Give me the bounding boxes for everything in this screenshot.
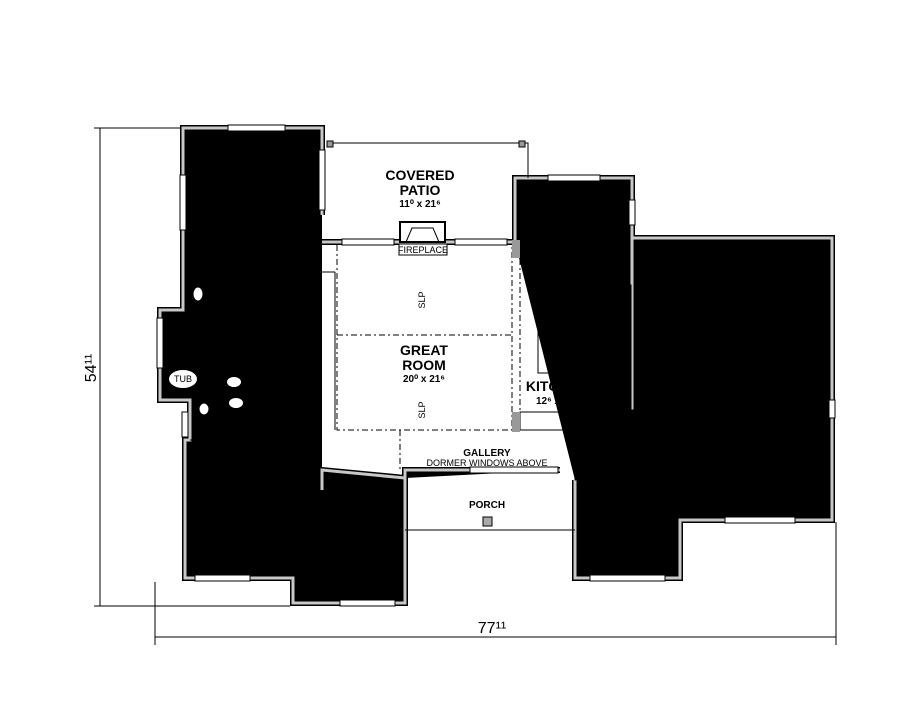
covered-patio-outline xyxy=(326,140,529,178)
svg-text:BEDROOM: BEDROOM xyxy=(204,493,277,509)
svg-text:MASTER: MASTER xyxy=(225,180,284,196)
pantry-label: PANTRY xyxy=(602,421,638,431)
room-garage: GARAGE 22⁴ x 31⁴ xyxy=(705,365,766,393)
fireplace-label: FIREPLACE xyxy=(398,245,448,255)
svg-text:MASTER: MASTER xyxy=(215,337,258,348)
overall-width-label: 77¹¹ xyxy=(478,620,506,637)
svg-text:GARAGE: GARAGE xyxy=(705,365,766,381)
svg-text:#2: #2 xyxy=(340,536,356,552)
svg-text:BEDROOM: BEDROOM xyxy=(311,521,384,537)
exterior-walls xyxy=(160,128,832,603)
room-kitchen: KITCHEN 12⁶ x 17⁰ xyxy=(526,378,588,407)
svg-text:#3: #3 xyxy=(233,508,249,524)
svg-text:22⁴ x 31⁴: 22⁴ x 31⁴ xyxy=(714,382,757,393)
svg-text:12⁶ x 11⁶: 12⁶ x 11⁶ xyxy=(554,236,596,247)
room-bath-2: BATH #2 xyxy=(205,421,246,432)
room-porch: PORCH xyxy=(469,500,505,511)
room-master-bath: MASTER BATH xyxy=(215,337,258,360)
great-room-outline xyxy=(336,245,576,470)
kitchen-island: DBL OVENS PANTRY xyxy=(512,240,643,477)
windows xyxy=(156,124,836,607)
shelves-label-1: SHLVS xyxy=(259,368,288,378)
ovens-label: OVENS xyxy=(602,379,612,411)
room-master-bedroom: MASTER BEDROOM 16⁰ x 16⁰ xyxy=(218,180,291,224)
svg-text:16⁰ x 16⁰: 16⁰ x 16⁰ xyxy=(234,213,275,224)
svg-text:GREAT: GREAT xyxy=(400,342,448,358)
room-gallery: GALLERY DORMER WINDOWS ABOVE xyxy=(426,448,547,468)
slope-label-2: SLP xyxy=(417,401,427,418)
sinks: SHLVS SHLVS xyxy=(189,277,321,462)
svg-text:11⁶ x 12⁰: 11⁶ x 12⁰ xyxy=(327,553,368,564)
room-covered-patio: COVERED PATIO 11⁰ x 21⁶ xyxy=(385,167,454,210)
overall-depth-label: 54¹¹ xyxy=(83,354,100,382)
slope-label-1: SLP xyxy=(417,291,427,308)
svg-text:GALLERY: GALLERY xyxy=(463,448,511,459)
svg-text:DORMER WINDOWS ABOVE: DORMER WINDOWS ABOVE xyxy=(426,458,547,468)
room-bedroom-2: BEDROOM #2 11⁶ x 12⁰ xyxy=(311,521,384,564)
svg-text:12⁶ x 17⁰: 12⁶ x 17⁰ xyxy=(536,396,578,407)
shower-tub: TUB xyxy=(164,313,199,395)
svg-text:BATH: BATH xyxy=(222,349,249,360)
porch-column xyxy=(482,516,493,527)
room-wic: WIC xyxy=(278,343,297,354)
svg-text:20⁰ x 21⁶: 20⁰ x 21⁶ xyxy=(403,374,445,385)
svg-text:11⁰ x 21⁶: 11⁰ x 21⁶ xyxy=(399,199,440,210)
utility-fixtures: BENCH xyxy=(482,507,651,571)
svg-text:12⁰ x 12⁶: 12⁰ x 12⁶ xyxy=(220,525,262,536)
dbl-label: DBL xyxy=(592,386,602,404)
room-utility: UTILITY xyxy=(608,532,646,543)
overall-width-dimension: 77¹¹ xyxy=(154,522,837,645)
room-mud-room: MUD ROOM xyxy=(582,485,639,496)
svg-text:COVERED: COVERED xyxy=(385,167,454,183)
fireplace: FIREPLACE xyxy=(398,221,448,256)
room-bedroom-3: BEDROOM #3 12⁰ x 12⁶ xyxy=(204,493,277,536)
room-great-room: GREAT ROOM 20⁰ x 21⁶ xyxy=(400,342,448,385)
shelves-label-2: SHLVS xyxy=(256,412,285,422)
room-dining: DINING 12⁶ x 11⁶ xyxy=(551,219,600,247)
tub-label: TUB xyxy=(174,374,192,384)
svg-text:PATIO: PATIO xyxy=(400,182,441,198)
overall-depth-dimension: 54¹¹ xyxy=(83,127,290,607)
svg-text:DINING: DINING xyxy=(551,219,600,235)
bench-label: BENCH xyxy=(603,508,635,518)
svg-text:BEDROOM: BEDROOM xyxy=(218,196,291,212)
svg-text:KITCHEN: KITCHEN xyxy=(526,378,588,394)
svg-text:ROOM: ROOM xyxy=(402,357,446,373)
